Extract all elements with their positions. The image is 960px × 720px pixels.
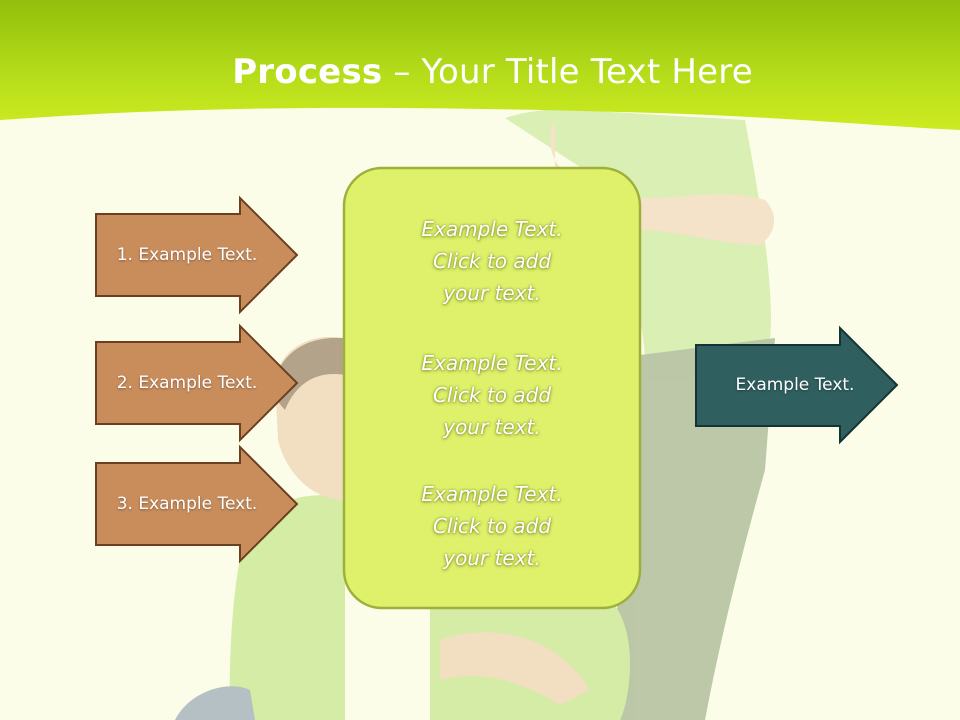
- center-block-1: Example Text. Click to add your text.: [377, 213, 607, 309]
- center-block-2-line2: Click to add: [432, 383, 552, 407]
- center-block-1-line3: your text.: [443, 281, 541, 305]
- input-arrow-2-shape: [95, 323, 299, 443]
- center-block-3-line1: Example Text.: [421, 482, 563, 506]
- input-arrow-1-label: 1. Example Text.: [116, 245, 258, 265]
- center-block-2: Example Text. Click to add your text.: [377, 347, 607, 443]
- header-band: [0, 0, 960, 130]
- center-block-3-line3: your text.: [443, 546, 541, 570]
- center-block-3: Example Text. Click to add your text.: [377, 478, 607, 574]
- photo-adult-pants: [600, 338, 775, 720]
- photo-child-shirt: [229, 495, 345, 720]
- slide-title: Process – Your Title Text Here: [0, 52, 960, 92]
- input-arrow-3-label: 3. Example Text.: [116, 494, 258, 514]
- center-block-1-line2: Click to add: [432, 249, 552, 273]
- photo-child-hair: [272, 337, 345, 410]
- output-arrow-shape: [695, 325, 899, 445]
- title-rest: – Your Title Text Here: [382, 52, 753, 92]
- photo-child-arm: [440, 632, 590, 705]
- input-arrow-2-label: 2. Example Text.: [116, 373, 258, 393]
- center-block-1-line1: Example Text.: [421, 217, 563, 241]
- center-block-3-line2: Click to add: [432, 514, 552, 538]
- title-strong: Process: [232, 52, 383, 92]
- center-block-2-line1: Example Text.: [421, 351, 563, 375]
- input-arrow-1-shape: [95, 195, 299, 315]
- center-box: [342, 166, 642, 610]
- input-arrows: [95, 195, 299, 564]
- photo-child-jeans: [175, 686, 255, 720]
- input-arrow-3-shape: [95, 444, 299, 564]
- center-block-2-line3: your text.: [443, 415, 541, 439]
- output-arrow-label: Example Text.: [735, 375, 855, 395]
